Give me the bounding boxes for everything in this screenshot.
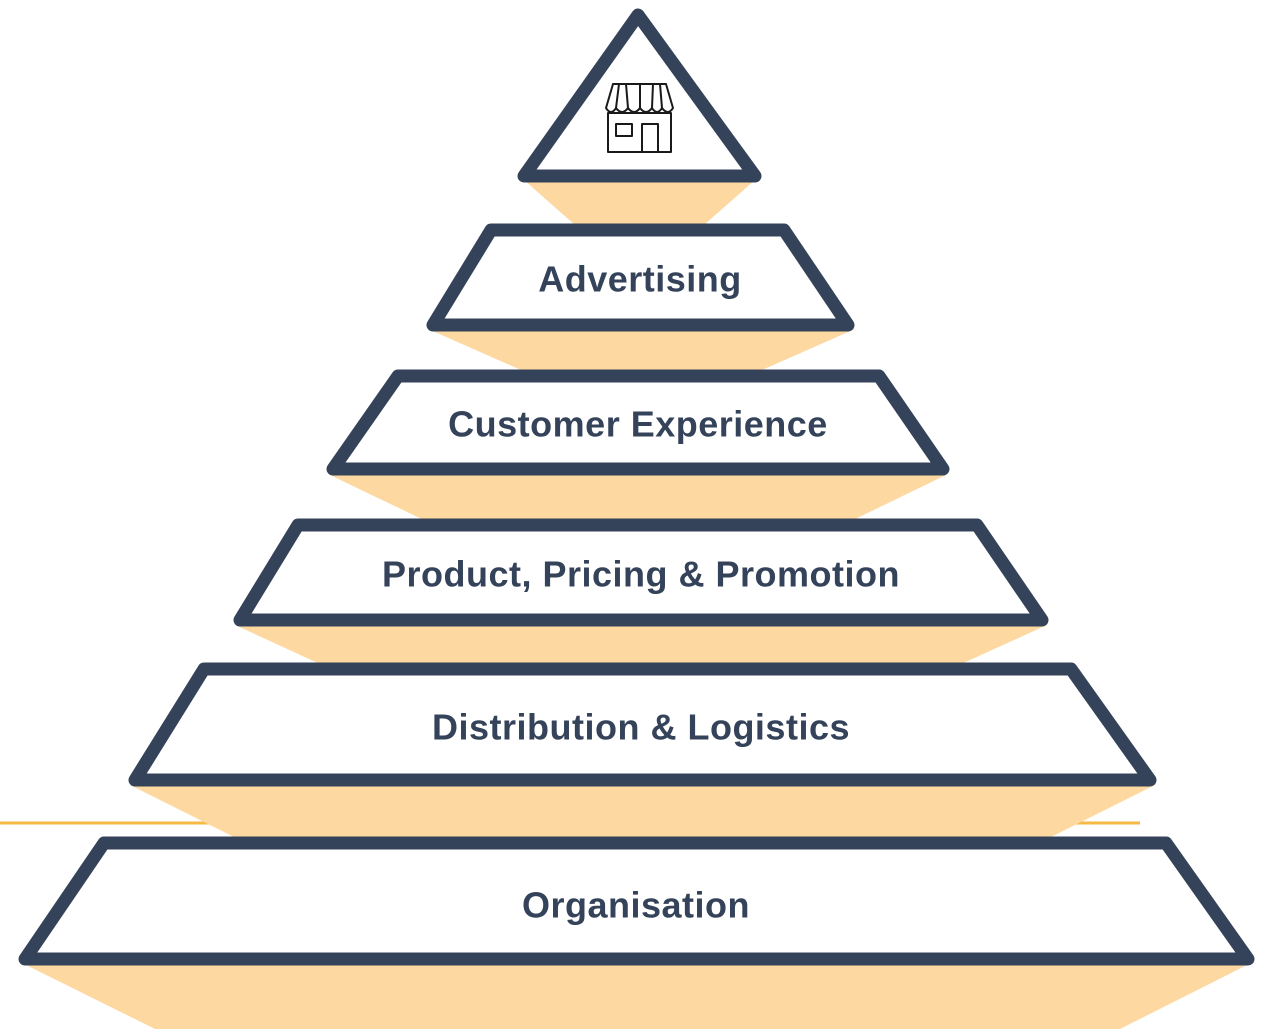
tier-label-product-pricing-promotion: Product, Pricing & Promotion bbox=[382, 554, 900, 595]
product-pricing-promotion-shadow bbox=[235, 625, 1047, 670]
tier-distribution-logistics bbox=[128, 662, 1157, 787]
tier-label-distribution-logistics: Distribution & Logistics bbox=[432, 707, 850, 748]
distribution-logistics-shadow bbox=[130, 785, 1155, 840]
tier-label-advertising: Advertising bbox=[538, 259, 742, 300]
customer-experience-shadow bbox=[330, 475, 946, 522]
tier-product-pricing-promotion bbox=[233, 518, 1049, 627]
advertising-shadow bbox=[428, 329, 855, 370]
tier-advertising bbox=[426, 223, 855, 332]
tier-organisation bbox=[18, 836, 1255, 966]
tier-label-customer-experience: Customer Experience bbox=[448, 404, 828, 445]
apex-shadow bbox=[524, 180, 755, 225]
storefront-icon bbox=[605, 83, 674, 153]
tier-label-organisation: Organisation bbox=[522, 885, 750, 926]
tier-customer-experience bbox=[326, 369, 950, 476]
organisation-shadow bbox=[20, 962, 1253, 1029]
